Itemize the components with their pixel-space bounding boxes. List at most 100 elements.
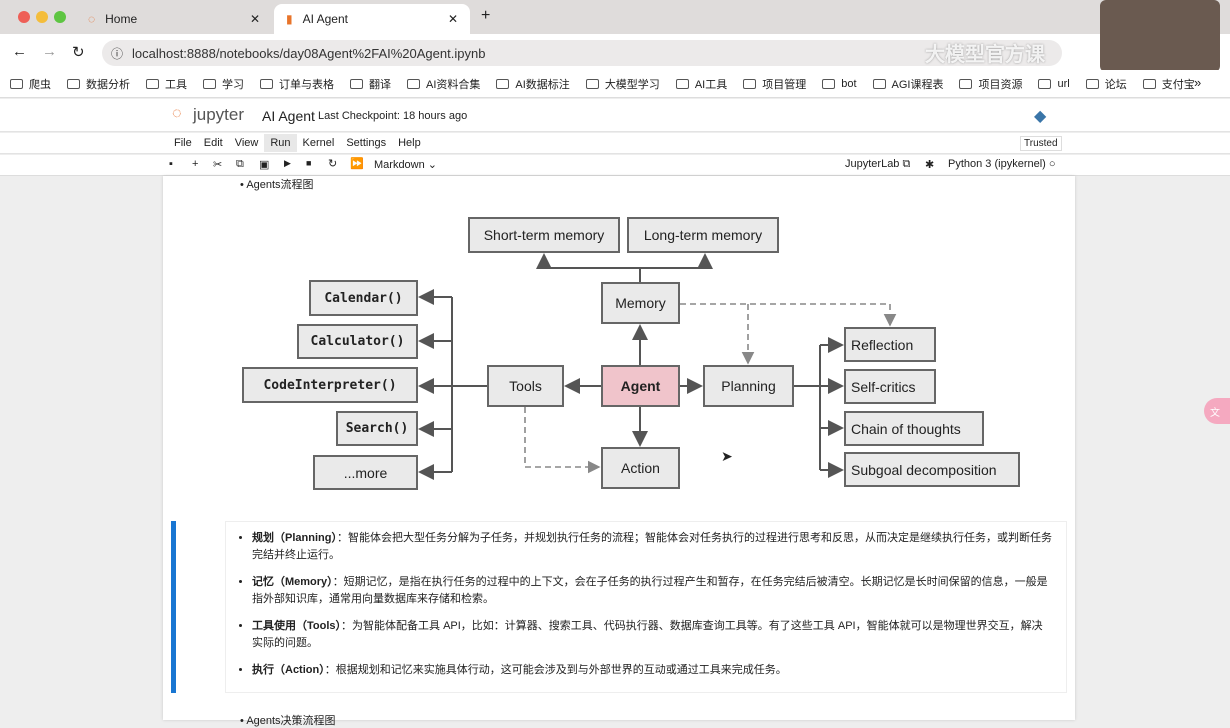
stop-icon[interactable]: ■ — [306, 158, 312, 168]
memory-box: Memory — [601, 282, 680, 324]
open-jupyterlab-link[interactable]: JupyterLab ⧉ — [845, 158, 911, 170]
folder-icon — [1142, 78, 1156, 89]
code-interpreter-box: CodeInterpreter() — [242, 367, 418, 403]
folder-icon — [743, 78, 757, 89]
run-all-icon[interactable]: ⏩ — [350, 158, 364, 170]
bookmark-item[interactable]: AI工具 — [675, 76, 727, 92]
menu-bar: File Edit View Run Kernel Settings Help — [0, 133, 1230, 154]
close-window-button[interactable] — [18, 11, 30, 23]
tab-home[interactable]: ◌Home✕ — [88, 12, 260, 26]
jupyter-header: ◌ jupyter AI Agent Last Checkpoint: 18 h… — [0, 99, 1230, 132]
calendar-box: Calendar() — [309, 280, 418, 316]
back-icon[interactable]: ← — [12, 43, 27, 60]
forward-icon[interactable]: → — [42, 43, 57, 60]
description-item: 执行（Action）：根据规划和记忆来实施具体行动，这可能会涉及到与外部世界的互… — [252, 662, 1052, 679]
minimize-window-button[interactable] — [36, 11, 48, 23]
self-critics-box: Self-critics — [844, 369, 936, 404]
active-cell-indicator — [171, 521, 176, 693]
bookmark-item[interactable]: AI数据标注 — [496, 76, 570, 92]
markdown-cell[interactable]: 规划（Planning）：智能体会把大型任务分解为子任务，并规划执行任务的流程；… — [225, 521, 1067, 693]
bookmark-item[interactable]: 项目资源 — [959, 76, 1022, 92]
bookmark-item[interactable]: 大模型学习 — [585, 76, 660, 92]
calculator-box: Calculator() — [297, 324, 418, 359]
bookmark-item[interactable]: 学习 — [203, 76, 244, 92]
bookmark-item[interactable]: AGI课程表 — [872, 76, 943, 92]
action-box: Action — [601, 447, 680, 489]
folder-icon — [67, 78, 80, 89]
folder-icon — [959, 78, 973, 89]
menu-run[interactable]: Run — [264, 134, 297, 152]
trusted-badge: Trusted — [1020, 136, 1062, 151]
bookmark-item[interactable]: 翻译 — [350, 76, 391, 92]
menu-settings[interactable]: Settings — [346, 137, 387, 149]
bookmark-item[interactable]: bot — [822, 78, 857, 90]
long-term-memory-box: Long-term memory — [627, 217, 779, 253]
folder-icon — [10, 78, 23, 89]
debugger-icon[interactable]: ✱ — [925, 159, 935, 171]
folder-icon — [822, 78, 836, 89]
tab-ai-agent[interactable]: ▮AI Agent✕ — [274, 4, 470, 34]
webcam-overlay — [1100, 0, 1220, 72]
bookmark-item[interactable]: 论坛 — [1085, 76, 1127, 92]
folder-icon — [872, 78, 886, 89]
bookmark-item[interactable]: 订单与表格 — [260, 76, 334, 92]
folder-icon — [146, 78, 159, 89]
tab-bar: ◌Home✕ ▮AI Agent✕ + — [0, 0, 1230, 34]
tools-box: Tools — [487, 365, 564, 407]
folder-icon — [585, 78, 599, 89]
folder-icon — [203, 78, 216, 89]
folder-icon — [260, 78, 273, 89]
kernel-status[interactable]: Python 3 (ipykernel) ○ — [948, 158, 1056, 170]
folder-icon — [1038, 78, 1052, 89]
bookmark-item[interactable]: 工具 — [146, 76, 187, 92]
menu-help[interactable]: Help — [398, 137, 421, 149]
menu-edit[interactable]: Edit — [203, 137, 223, 149]
search-box: Search() — [336, 411, 418, 446]
run-icon[interactable]: ▶ — [284, 158, 291, 168]
agent-box: Agent — [601, 365, 680, 407]
more-bookmarks-icon[interactable]: » — [1194, 75, 1202, 90]
restart-icon[interactable]: ↻ — [328, 158, 338, 170]
folder-icon — [1085, 78, 1099, 89]
copy-icon[interactable]: ⧉ — [236, 158, 244, 170]
planning-box: Planning — [703, 365, 794, 407]
mouse-cursor-icon: ➤ — [721, 448, 733, 464]
python-logo-icon: ◆ — [1034, 108, 1047, 125]
insert-cell-icon[interactable]: + — [192, 158, 199, 170]
reflection-box: Reflection — [844, 327, 936, 362]
folder-icon — [675, 78, 689, 89]
checkpoint-status: Last Checkpoint: 18 hours ago — [318, 110, 468, 122]
watermark: 大模型官方课 — [925, 44, 1045, 66]
notebook-title[interactable]: AI Agent — [262, 108, 315, 124]
cut-icon[interactable]: ✂ — [213, 159, 223, 171]
bookmark-item[interactable]: AI资料合集 — [407, 76, 480, 92]
bookmark-item[interactable]: url — [1038, 78, 1070, 90]
notebook-icon: ▮ — [286, 12, 293, 26]
info-icon: ⓘ — [111, 46, 124, 61]
bookmark-item[interactable]: 数据分析 — [67, 76, 130, 92]
menu-view[interactable]: View — [234, 137, 259, 149]
folder-icon — [407, 78, 420, 89]
cell1-bullet: • Agents流程图 — [240, 179, 314, 191]
reload-icon[interactable]: ↻ — [72, 44, 85, 61]
menu-kernel[interactable]: Kernel — [302, 137, 335, 149]
description-item: 工具使用（Tools）：为智能体配备工具 API，比如：计算器、搜索工具、代码执… — [252, 618, 1052, 652]
jupyter-logo: jupyter — [193, 105, 245, 124]
bookmark-item[interactable]: 项目管理 — [743, 76, 806, 92]
more-tools-box: ...more — [313, 455, 418, 490]
close-tab-icon[interactable]: ✕ — [249, 12, 260, 26]
bookmark-item[interactable]: 支付宝 — [1142, 76, 1195, 92]
menu-file[interactable]: File — [174, 137, 192, 149]
cell-type-select[interactable]: Markdown ⌄ — [374, 159, 438, 171]
maximize-window-button[interactable] — [54, 11, 66, 23]
save-icon[interactable]: ▪ — [169, 158, 173, 170]
bookmark-item[interactable]: 爬虫 — [10, 76, 51, 92]
new-tab-button[interactable]: + — [481, 7, 491, 24]
paste-icon[interactable]: ▣ — [259, 159, 270, 171]
translate-icon[interactable]: 文 — [1204, 398, 1230, 424]
close-tab-icon[interactable]: ✕ — [447, 12, 458, 26]
jupyter-icon: ◌ — [88, 12, 96, 26]
description-item: 记忆（Memory）：短期记忆，是指在执行任务的过程中的上下文，会在子任务的执行… — [252, 574, 1052, 608]
